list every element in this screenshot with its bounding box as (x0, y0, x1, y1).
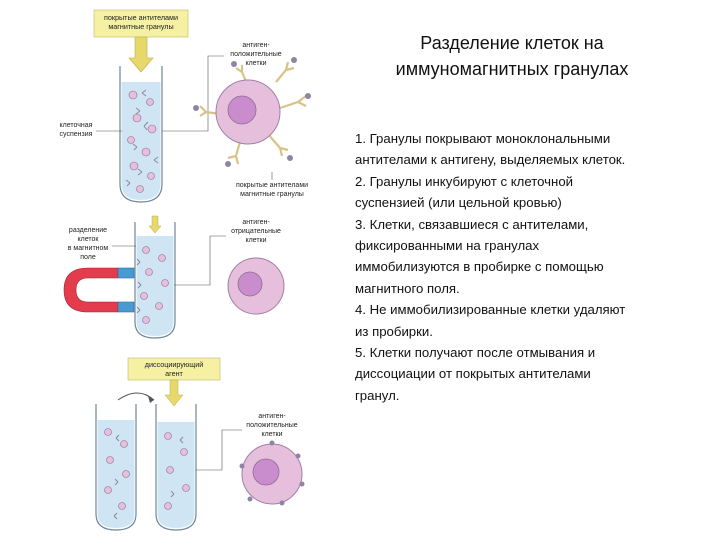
step-line: 4. Не иммобилизированные клетки удаляют (355, 302, 626, 318)
leader-line (162, 55, 224, 132)
down-arrow-small-icon (148, 215, 162, 234)
antigen-negative-cell (227, 257, 285, 315)
step-line: из пробирки. (355, 323, 433, 339)
figure-panel: покрытые антителами магнитные гранулы (36, 0, 332, 540)
dissociating-agent-line-2: агент (165, 369, 183, 378)
antigen-positive-label-2: положительные (230, 51, 282, 58)
immunomagnetic-separation-diagram: покрытые антителами магнитные гранулы (60, 9, 311, 531)
antigen-positive-bottom-label-2: положительные (246, 422, 298, 429)
coated-beads-box-line-1: покрытые антителами (104, 13, 178, 22)
separation-label-4: поле (80, 254, 96, 261)
cell-suspension-fluid (121, 82, 161, 200)
step-line: 3. Клетки, связавшиеся с антителами, (355, 216, 589, 232)
test-tube-3 (95, 404, 137, 531)
dissociating-agent-line-1: диссоциирующий (145, 360, 203, 369)
separation-label-3: в магнитном (68, 245, 109, 252)
antigen-negative-label-2: отрицательные (231, 228, 281, 235)
step-line: 2. Гранулы инкубируют с клеточной (355, 173, 574, 189)
separation-fluid (136, 236, 174, 336)
cell-suspension-label-1: клеточная (60, 122, 93, 129)
leader-line (196, 429, 242, 471)
antigen-negative-label-1: антиген- (242, 219, 270, 226)
antigen-negative-label-3: клетки (245, 237, 266, 244)
step-line: гранул. (355, 387, 400, 403)
step-line: иммобилизуются в пробирке с помощью (355, 259, 604, 275)
cells-and-beads-2 (136, 246, 169, 324)
antigen-positive-label-3: клетки (245, 60, 266, 67)
antigen-positive-bottom-label-3: клетки (261, 431, 282, 438)
test-tube-2 (134, 222, 176, 339)
leader-line (174, 235, 226, 286)
step-line: 5. Клетки получают после отмывания и (355, 345, 596, 361)
separation-label-1: разделение (69, 227, 107, 234)
slide-title: Разделение клеток на иммуномагнитных гра… (352, 30, 672, 82)
cells-and-beads-4 (164, 432, 190, 510)
step-line: суспензией (или цельной кровью) (355, 195, 562, 211)
slide-title-line-1: Разделение клеток на (420, 33, 604, 53)
down-arrow-icon (128, 36, 154, 73)
test-tube-4 (155, 404, 197, 531)
steps-text: 1. Гранулы покрывают моноклональными ант… (355, 128, 705, 406)
down-arrow-icon (164, 379, 184, 407)
step-line: 1. Гранулы покрывают моноклональными (355, 131, 611, 146)
coated-beads-label-2: магнитные гранулы (240, 191, 304, 198)
step-line: антителами к антигену, выделяемых клеток… (355, 152, 626, 168)
coated-beads-box-line-2: магнитные гранулы (108, 22, 173, 31)
step-line: диссоциации от покрытых антителами (355, 366, 591, 382)
separation-label-2: клеток (78, 236, 100, 243)
transfer-arrow-icon (117, 392, 155, 401)
cells-and-beads-1 (125, 89, 159, 193)
step-line: фиксированными на гранулах (355, 238, 540, 254)
antibody-coated-cell (193, 57, 311, 167)
antigen-positive-bottom-label-1: антиген- (258, 413, 286, 420)
antigen-positive-label-1: антиген- (242, 42, 270, 49)
coated-beads-label-1: покрытые антителами (236, 182, 308, 189)
slide-title-line-2: иммуномагнитных гранулах (395, 59, 629, 79)
step-line: магнитного поля. (355, 280, 460, 296)
test-tube-1 (119, 66, 163, 203)
cell-suspension-label-2: суспензия (60, 131, 93, 138)
coated-beads-box (93, 9, 189, 38)
isolated-positive-cell (239, 440, 305, 506)
transfer-arrowhead-icon (148, 396, 154, 403)
cells-and-beads-3 (104, 428, 130, 520)
released-cells-fluid (157, 422, 195, 528)
magnet-icon (63, 267, 135, 313)
